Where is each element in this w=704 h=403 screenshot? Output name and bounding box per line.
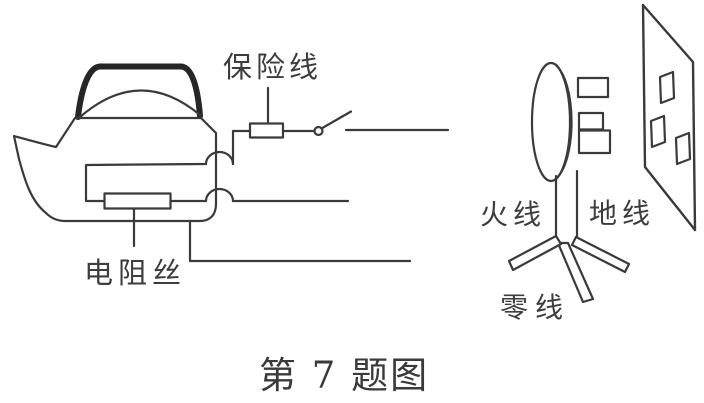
switch-arm — [320, 110, 353, 130]
socket-hole-right — [674, 131, 692, 166]
earth-wire-label: 地线 — [589, 197, 656, 230]
plug-group — [507, 61, 631, 304]
plug-branch-left — [507, 234, 563, 272]
switch-pivot — [313, 125, 324, 137]
fuse-switch-group — [248, 86, 450, 139]
plug-prong-top — [576, 76, 610, 99]
socket-hole-earth — [658, 70, 676, 105]
kettle-handle — [75, 63, 203, 120]
fuse-box — [248, 122, 285, 139]
fuse-wire-label: 保险线 — [223, 50, 323, 84]
socket-hole-left — [649, 114, 667, 149]
plug-prong-bottom — [577, 129, 612, 155]
kettle-body — [12, 116, 218, 223]
kettle-group — [12, 63, 412, 263]
socket-group — [641, 3, 697, 232]
kettle-lid-arc — [78, 89, 202, 119]
figure-caption: 第 7 题图 — [259, 354, 430, 397]
heating-element-resistor — [103, 192, 172, 210]
plug-branch-right — [570, 235, 631, 274]
socket-plate — [641, 3, 697, 232]
plug-branch-middle — [556, 241, 595, 304]
wire-to-fuse — [231, 129, 252, 166]
resistance-wire-label: 电阻丝 — [84, 256, 187, 290]
neutral-wire-label: 零线 — [500, 291, 571, 324]
wall-bushing-arc-bottom — [204, 187, 235, 203]
plug-disc-face — [530, 61, 572, 183]
wall-bushing-arc-top — [204, 150, 235, 166]
live-wire-label: 火线 — [480, 198, 547, 231]
internal-live-wire — [84, 162, 208, 203]
plug-prong-middle — [577, 111, 605, 131]
wire-ground-lead — [188, 219, 412, 263]
